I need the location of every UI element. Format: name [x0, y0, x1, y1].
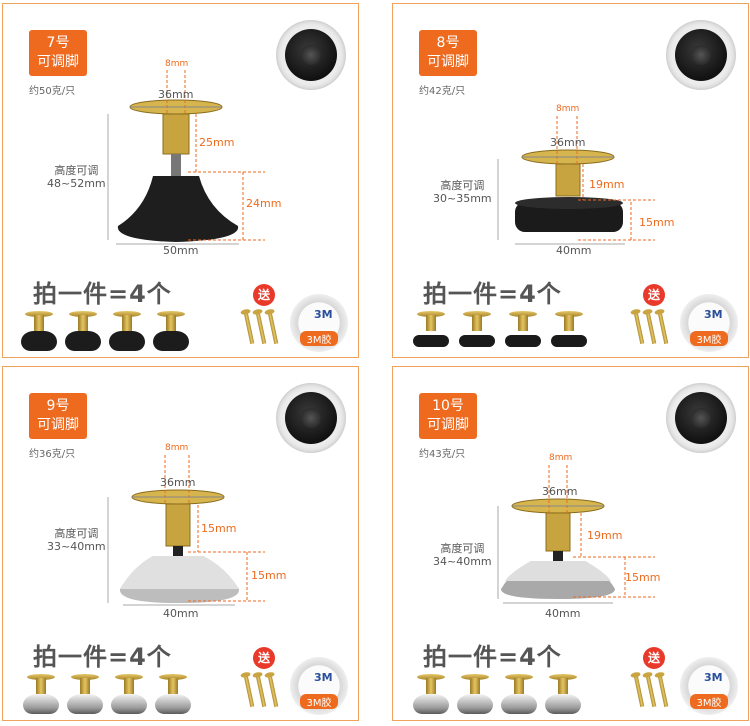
model-number: 7号: [46, 35, 70, 51]
tape-roll-icon: 3M 3M胶: [680, 294, 738, 352]
product-panel-9[interactable]: 9号 可调脚 约36克/只 8mm 36mm 15mm 15mm 40mm 高度…: [2, 366, 359, 721]
top-dim: 8mm: [165, 59, 189, 69]
gift-badge: 送: [253, 647, 275, 669]
weight-label: 约42克/只: [419, 86, 466, 97]
screws-icon: [631, 674, 675, 713]
cap-photo: [666, 20, 736, 90]
gift-badge: 送: [253, 284, 275, 306]
model-number: 9号: [46, 398, 70, 414]
weight-label: 约50克/只: [29, 86, 76, 97]
plate-dim: 36mm: [542, 485, 578, 498]
product-set: [17, 309, 237, 357]
foot-diagram: [497, 116, 655, 245]
model-name: 可调脚: [427, 417, 469, 433]
cap-photo: [276, 383, 346, 453]
weight-label: 约43克/只: [419, 449, 466, 460]
plate-dim: 36mm: [160, 476, 196, 489]
base-dim: 40mm: [545, 607, 581, 620]
model-name: 可调脚: [37, 417, 79, 433]
top-dim: 8mm: [165, 443, 189, 453]
bundle-slogan: 拍一件=4个: [33, 280, 172, 308]
product-panel-10[interactable]: 10号 可调脚 约43克/只 8mm 36mm 19mm 15mm 40mm 高…: [392, 366, 749, 721]
screws-icon: [241, 311, 285, 350]
model-number: 10号: [432, 398, 464, 414]
foot-diagram: [107, 70, 265, 245]
screws-icon: [241, 674, 285, 713]
gift-badge: 送: [643, 284, 665, 306]
lower-dim: 15mm: [251, 569, 287, 582]
model-badge: 10号 可调脚: [419, 393, 477, 439]
product-set: [407, 672, 627, 720]
tape-roll-icon: 3M 3M胶: [680, 657, 738, 715]
model-name: 可调脚: [37, 54, 79, 70]
base-dim: 40mm: [163, 607, 199, 620]
product-set: [17, 672, 237, 720]
upper-dim: 15mm: [201, 522, 237, 535]
product-panel-8[interactable]: 8号 可调脚 约42克/只 8mm 36mm 19mm 15mm 40mm 高度…: [392, 3, 749, 358]
bundle-slogan: 拍一件=4个: [423, 643, 562, 671]
model-badge: 7号 可调脚: [29, 30, 87, 76]
plate-dim: 36mm: [158, 88, 194, 101]
upper-dim: 19mm: [587, 529, 623, 542]
top-dim: 8mm: [556, 104, 580, 114]
top-dim: 8mm: [549, 453, 573, 463]
base-dim: 40mm: [556, 244, 592, 257]
gift-badge: 送: [643, 647, 665, 669]
model-badge: 9号 可调脚: [29, 393, 87, 439]
plate-dim: 36mm: [550, 136, 586, 149]
lower-dim: 15mm: [625, 571, 661, 584]
cap-photo: [276, 20, 346, 90]
tape-roll-icon: 3M 3M胶: [290, 657, 348, 715]
cap-photo: [666, 383, 736, 453]
product-panel-7[interactable]: 7号 可调脚 约50克/只 8mm 36mm 25mm 24mm 50mm 高度…: [2, 3, 359, 358]
bundle-slogan: 拍一件=4个: [423, 280, 562, 308]
upper-dim: 19mm: [589, 178, 625, 191]
model-badge: 8号 可调脚: [419, 30, 477, 76]
foot-diagram: [107, 455, 265, 606]
screws-icon: [631, 311, 675, 350]
base-dim: 50mm: [163, 244, 199, 257]
bundle-slogan: 拍一件=4个: [33, 643, 172, 671]
lower-dim: 24mm: [246, 197, 282, 210]
model-name: 可调脚: [427, 54, 469, 70]
tape-roll-icon: 3M 3M胶: [290, 294, 348, 352]
lower-dim: 15mm: [639, 216, 675, 229]
model-number: 8号: [436, 35, 460, 51]
upper-dim: 25mm: [199, 136, 235, 149]
product-set: [407, 309, 627, 357]
weight-label: 约36克/只: [29, 449, 76, 460]
foot-diagram: [497, 465, 655, 604]
